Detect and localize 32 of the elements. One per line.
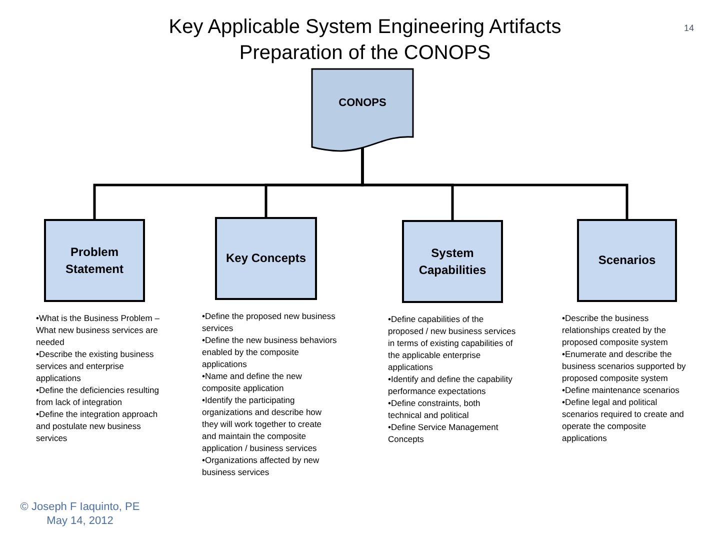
box-heading: Problem Statement bbox=[64, 244, 124, 278]
bullet-text: •Define the deficiencies resulting from lack of integration bbox=[36, 384, 160, 408]
process-box bbox=[577, 219, 677, 302]
process-box bbox=[44, 219, 145, 302]
box-heading: System Capabilities bbox=[418, 244, 488, 278]
bullet-text: •Define the proposed new business services bbox=[202, 310, 336, 334]
process-box bbox=[402, 220, 503, 303]
bullet-text: •Define the integration approach and postulate new business services bbox=[36, 408, 159, 444]
bullet-text: •Identify the participating organizations and describe how they will work together to create and maintain the composite application / business services bbox=[202, 394, 323, 454]
copyright-note: May 14, 2012 bbox=[46, 514, 114, 528]
bullet-text: •Describe the existing business services and enterprise applications bbox=[36, 348, 155, 384]
box-heading: Key Concepts bbox=[224, 250, 308, 267]
connector-line bbox=[361, 148, 628, 219]
process-box bbox=[215, 217, 317, 300]
document-shape bbox=[311, 68, 414, 152]
bullet-text: •Define constraints, both technical and political bbox=[388, 397, 482, 421]
bullet-text: •Define maintenance scenarios bbox=[562, 384, 680, 396]
bullet-text: •Define capabilities of the proposed / new business services in terms of existing capabilities of the applicable enterprise applications bbox=[388, 313, 516, 373]
box-heading: Scenarios bbox=[597, 252, 657, 269]
bullet-text: •Define the new business behaviors enabled by the composite applications bbox=[202, 334, 338, 370]
bullet-text: •What is the Business Problem – What new business services are needed bbox=[36, 312, 160, 348]
bullet-text: •Identify and define the capability performance expectations bbox=[388, 373, 514, 397]
slide-title: Key Applicable System Engineering Artifacts Preparation of the CONOPS bbox=[168, 15, 562, 66]
page-number: 14 bbox=[684, 22, 694, 35]
node-label: CONOPS bbox=[338, 96, 386, 111]
bullet-text: •Describe the business relationships created by the proposed composite system bbox=[562, 312, 669, 348]
copyright-note: © Joseph F Iaquinto, PE bbox=[20, 500, 140, 514]
bullet-text: •Define Service Management Concepts bbox=[388, 421, 500, 445]
bullet-text: •Define legal and political scenarios required to create and operate the composite applications bbox=[562, 396, 685, 444]
bullet-text: •Organizations affected by new business services bbox=[202, 454, 320, 478]
bullet-text: •Enumerate and describe the business scenarios supported by proposed composite system bbox=[562, 348, 687, 384]
bullet-text: •Name and define the new composite application bbox=[202, 370, 303, 394]
